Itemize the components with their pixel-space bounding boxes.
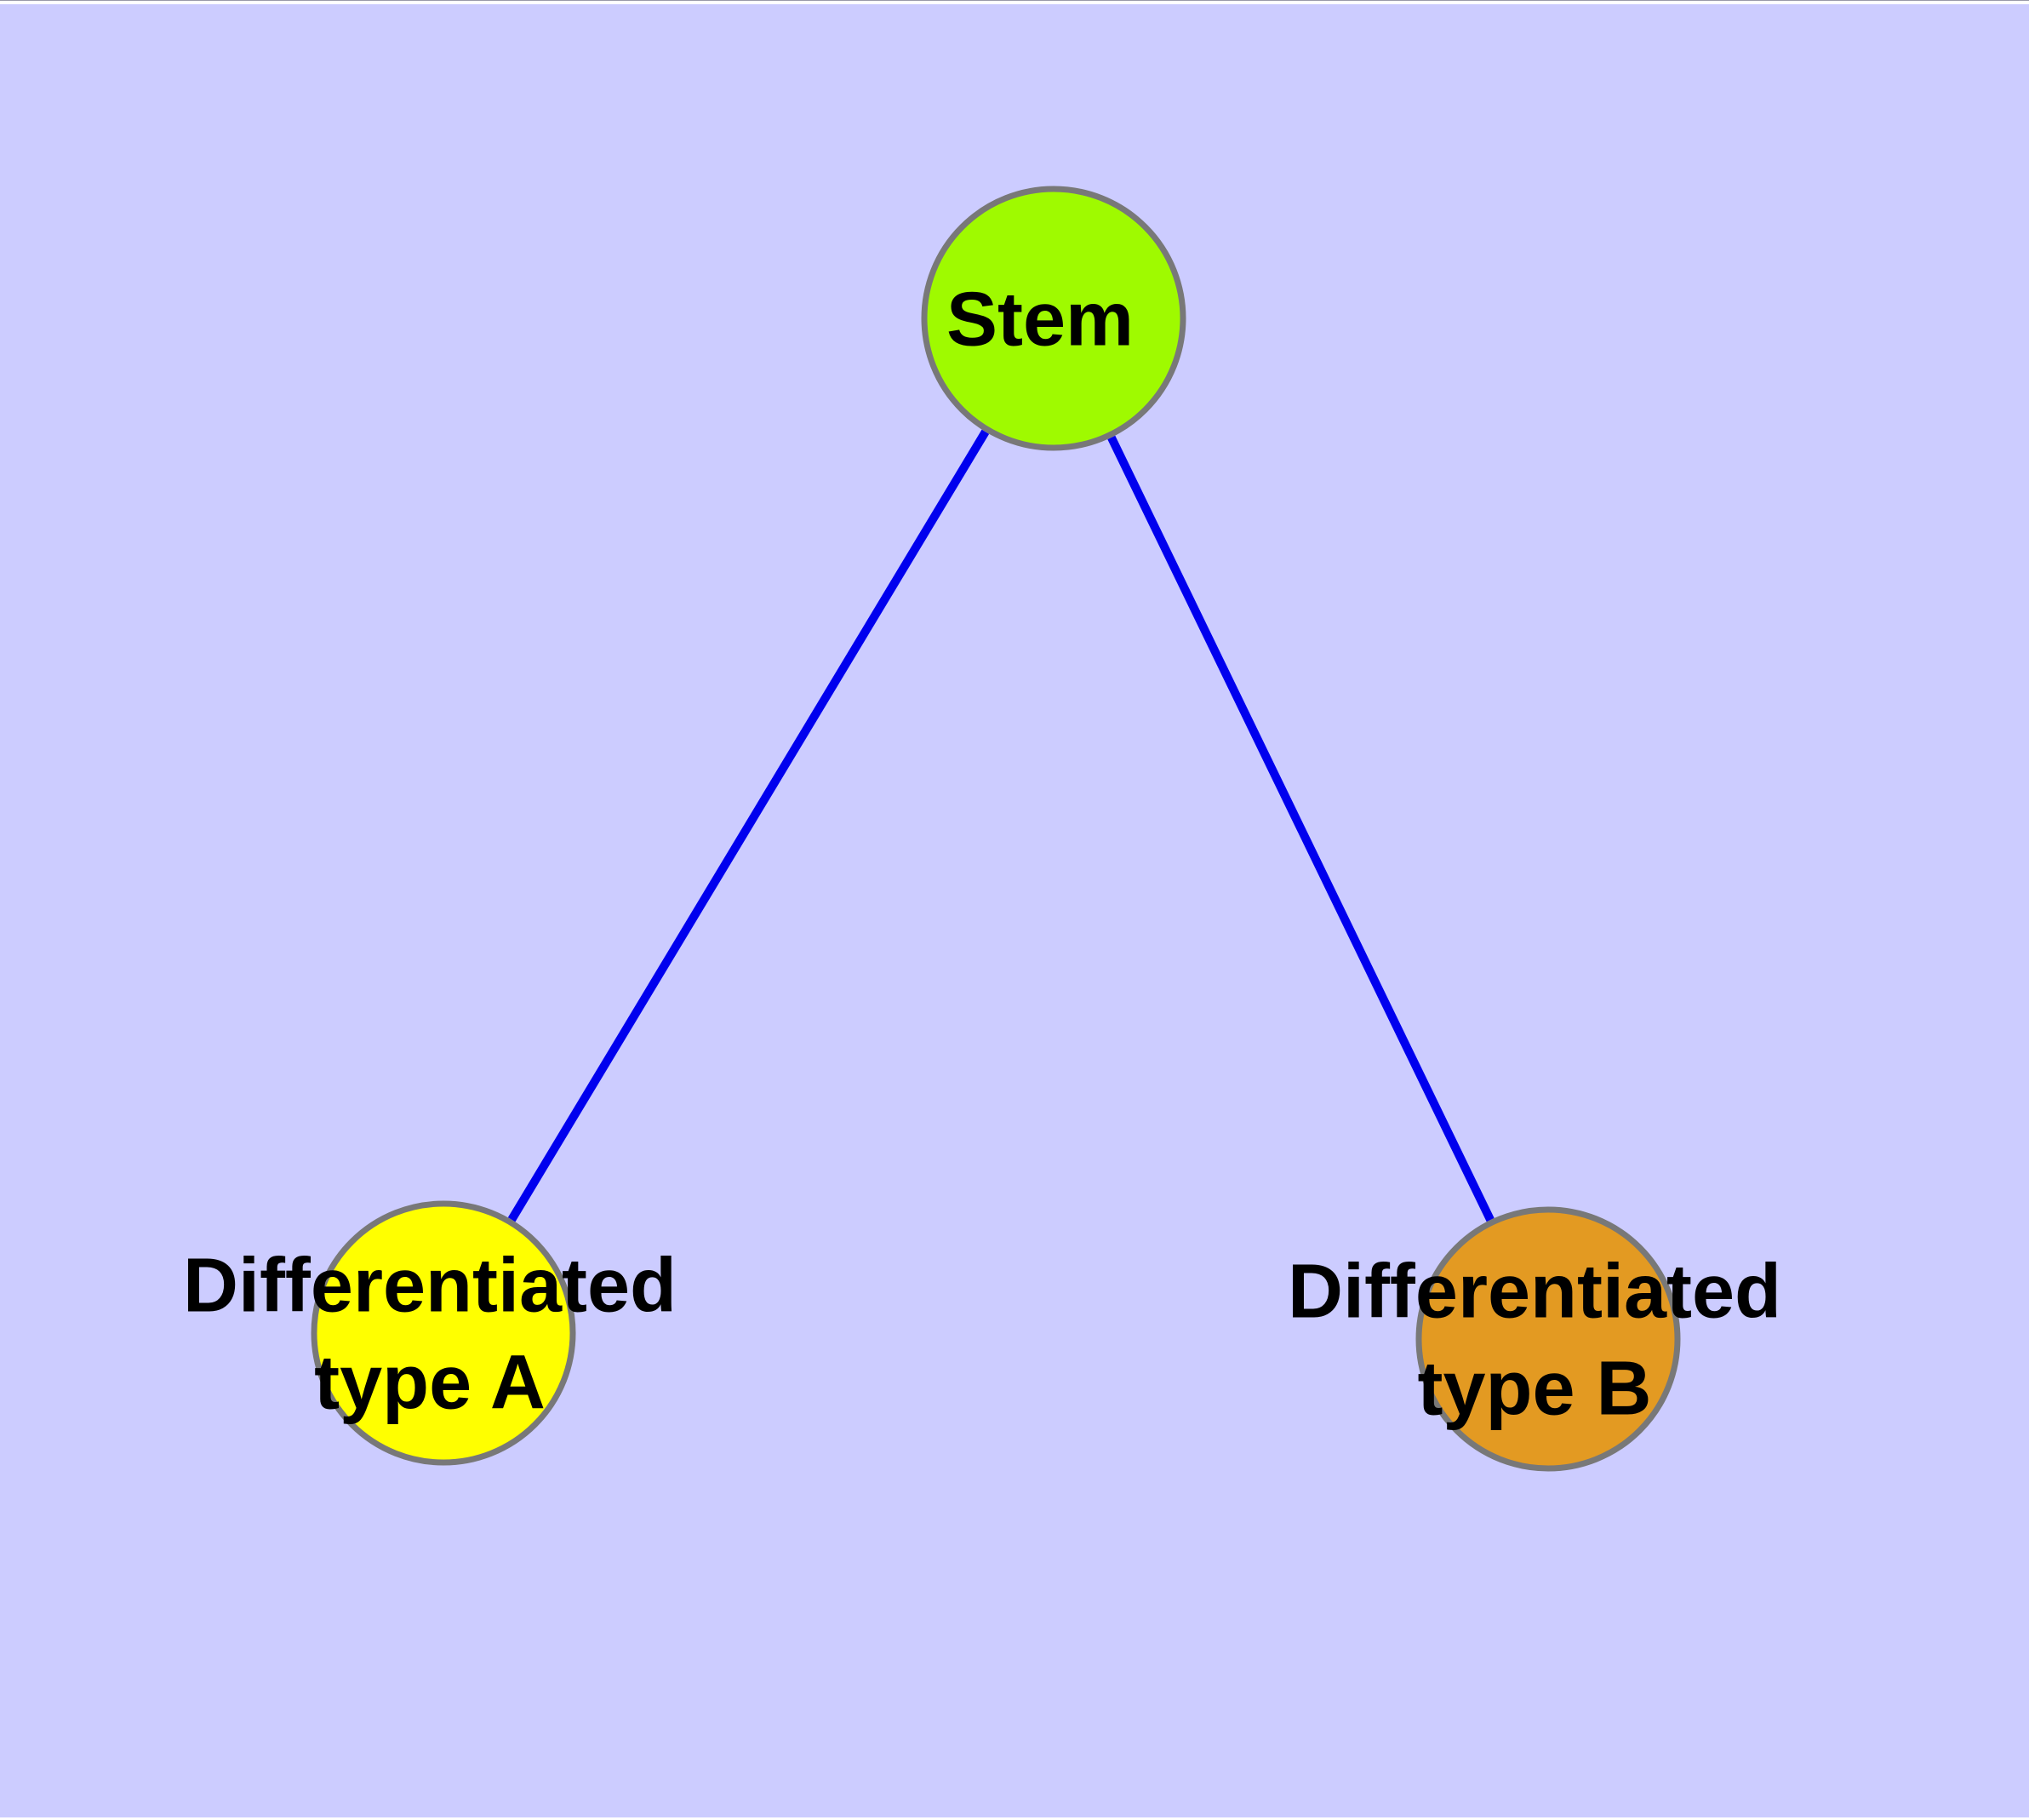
node-diff-a-circle	[311, 1200, 576, 1466]
node-stem-circle	[921, 186, 1186, 451]
window-bottom-edge	[0, 1817, 2029, 1820]
node-diff-b-circle	[1415, 1206, 1681, 1472]
edge-stem-diff-b	[1107, 435, 1495, 1222]
edge-stem-diff-a	[507, 429, 990, 1222]
node-stem-label: Stem	[946, 278, 1134, 363]
window-top-edge	[0, 0, 2029, 4]
